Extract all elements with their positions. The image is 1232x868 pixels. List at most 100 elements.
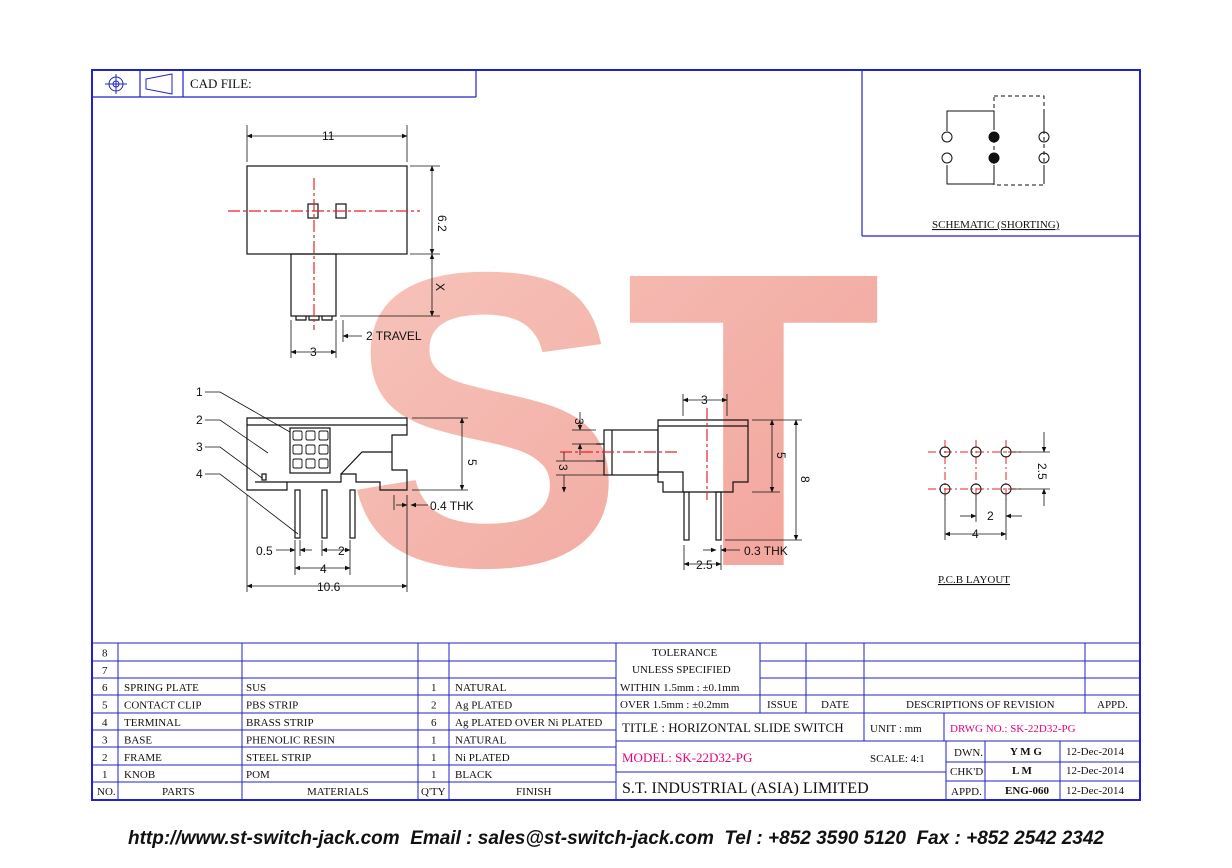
chkd-label: CHK'D: [950, 766, 983, 778]
bom-cell-no: 5: [102, 700, 108, 712]
cad-header: CAD FILE:: [92, 70, 477, 98]
bom-row: 6 SPRING PLATE SUS 1 NATURAL: [102, 682, 507, 694]
pcb-dim-row: 2.5: [1035, 463, 1049, 480]
callout-3: 3: [196, 440, 203, 454]
bom-cell-finish: Ni PLATED: [455, 752, 510, 764]
appd-name: ENG-060: [1005, 785, 1050, 797]
bom-row: 5 CONTACT CLIP PBS STRIP 2 Ag PLATED: [102, 700, 512, 712]
unit-label: UNIT : mm: [870, 723, 922, 735]
bom-cell-qty: 2: [431, 700, 437, 712]
bom-cell-no: 8: [102, 647, 108, 659]
bom-cell-qty: 1: [431, 769, 437, 781]
bom-cell-part: FRAME: [124, 752, 162, 764]
side-dim-pin: 0.5: [256, 544, 273, 558]
bom-cell-qty: 1: [431, 752, 437, 764]
bom-cell-finish: Ag PLATED OVER Ni PLATED: [455, 717, 602, 729]
drawing-number: DRWG NO.: SK-22D32-PG: [950, 723, 1076, 735]
cad-file-label: CAD FILE:: [190, 76, 252, 91]
dwn-label: DWN.: [954, 747, 983, 759]
engineering-drawing: ST CAD FILE:: [91, 69, 1141, 801]
bom-cell-no: 1: [102, 769, 108, 781]
callout-1: 1: [196, 385, 203, 399]
bom-cell-material: POM: [246, 769, 270, 781]
model-label: MODEL: SK-22D32-PG: [622, 750, 752, 765]
schematic-box: SCHEMATIC (SHORTING): [861, 70, 1140, 237]
bom-row: 7: [102, 665, 108, 677]
top-view: [228, 125, 440, 358]
pcb-dim-pitch: 2: [987, 509, 994, 523]
pcb-label: P.C.B LAYOUT: [938, 574, 1010, 586]
bom-header-parts: PARTS: [162, 786, 195, 798]
appd-label: APPD.: [951, 786, 982, 798]
watermark-text: ST: [345, 186, 882, 655]
bom-header: NO. PARTS MATERIALS Q'TY FINISH: [97, 786, 552, 798]
bom-row: 1 KNOB POM 1 BLACK: [102, 769, 492, 781]
schematic-symbol: [941, 95, 1050, 186]
side-dim-span: 4: [320, 562, 327, 576]
bom-cell-finish: NATURAL: [455, 682, 507, 694]
schematic-label: SCHEMATIC (SHORTING): [932, 219, 1060, 231]
bom-cell-part: KNOB: [124, 769, 155, 781]
bom-cell-part: TERMINAL: [124, 717, 181, 729]
bom-cell-no: 2: [102, 752, 108, 764]
title-block: TOLERANCE UNLESS SPECIFIED WITHIN 1.5mm …: [620, 647, 1128, 798]
end-dim-thk: 0.3 THK: [744, 544, 788, 558]
top-dim-x: X: [433, 283, 447, 291]
tolerance-line-1: TOLERANCE: [652, 647, 717, 659]
tolerance-within: WITHIN 1.5mm : ±0.1mm: [620, 682, 740, 694]
side-dim-thk: 0.4 THK: [430, 499, 474, 513]
end-dim-body: 5: [774, 452, 788, 459]
top-dim-pitch: 3: [310, 345, 317, 359]
company-name: S.T. INDUSTRIAL (ASIA) LIMITED: [622, 780, 869, 797]
end-dim-top: 3: [701, 393, 708, 407]
tolerance-over: OVER 1.5mm : ±0.2mm: [620, 699, 729, 711]
bom-cell-no: 7: [102, 665, 108, 677]
side-dim-height: 5: [465, 459, 479, 466]
scale-label: SCALE: 4:1: [870, 753, 925, 765]
bom-cell-qty: 1: [431, 682, 437, 694]
chkd-name: L M: [1012, 765, 1032, 777]
top-dim-width: 11: [322, 129, 335, 143]
bom-cell-finish: BLACK: [455, 769, 492, 781]
pcb-dim-span: 4: [972, 527, 979, 541]
bom-cell-qty: 6: [431, 717, 437, 729]
bom-cell-finish: NATURAL: [455, 734, 507, 746]
drawing-title: TITLE : HORIZONTAL SLIDE SWITCH: [622, 720, 844, 735]
top-dim-travel: 2 TRAVEL: [366, 329, 422, 343]
descriptions-header: DESCRIPTIONS OF REVISION: [906, 699, 1055, 711]
side-view: [205, 391, 468, 592]
issue-header: ISSUE: [767, 699, 798, 711]
title-block-grid: [92, 642, 1140, 800]
chkd-date: 12-Dec-2014: [1066, 765, 1125, 777]
appd-header: APPD.: [1097, 699, 1128, 711]
bom-cell-no: 3: [102, 734, 108, 746]
top-dim-height: 6.2: [435, 215, 449, 232]
side-dim-pitch: 2: [338, 544, 345, 558]
bom-header-qty: Q'TY: [421, 786, 446, 798]
bom-cell-no: 6: [102, 682, 108, 694]
dwn-date: 12-Dec-2014: [1066, 746, 1125, 758]
bom-cell-material: PBS STRIP: [246, 700, 298, 712]
bom-cell-finish: Ag PLATED: [455, 700, 512, 712]
bom-cell-no: 4: [102, 717, 108, 729]
bom-row: 8: [102, 647, 108, 659]
bom-cell-material: PHENOLIC RESIN: [246, 734, 335, 746]
side-callouts: 1 2 3 4: [196, 385, 203, 481]
bom-cell-material: BRASS STRIP: [246, 717, 314, 729]
bom-row: 4 TERMINAL BRASS STRIP 6 Ag PLATED OVER Ni P…: [102, 717, 602, 729]
date-header: DATE: [821, 699, 849, 711]
callout-2: 2: [196, 413, 203, 427]
projection-symbol-icon: [105, 73, 173, 95]
dwn-name: Y M G: [1010, 746, 1042, 758]
bom-cell-material: SUS: [246, 682, 266, 694]
watermark: ST: [345, 186, 882, 655]
bom-header-materials: MATERIALS: [307, 786, 369, 798]
bom-cell-part: SPRING PLATE: [124, 682, 199, 694]
bom-header-finish: FINISH: [516, 786, 552, 798]
end-dim-knob2: 3: [556, 464, 570, 471]
callout-4: 4: [196, 467, 203, 481]
bom-cell-part: CONTACT CLIP: [124, 700, 201, 712]
